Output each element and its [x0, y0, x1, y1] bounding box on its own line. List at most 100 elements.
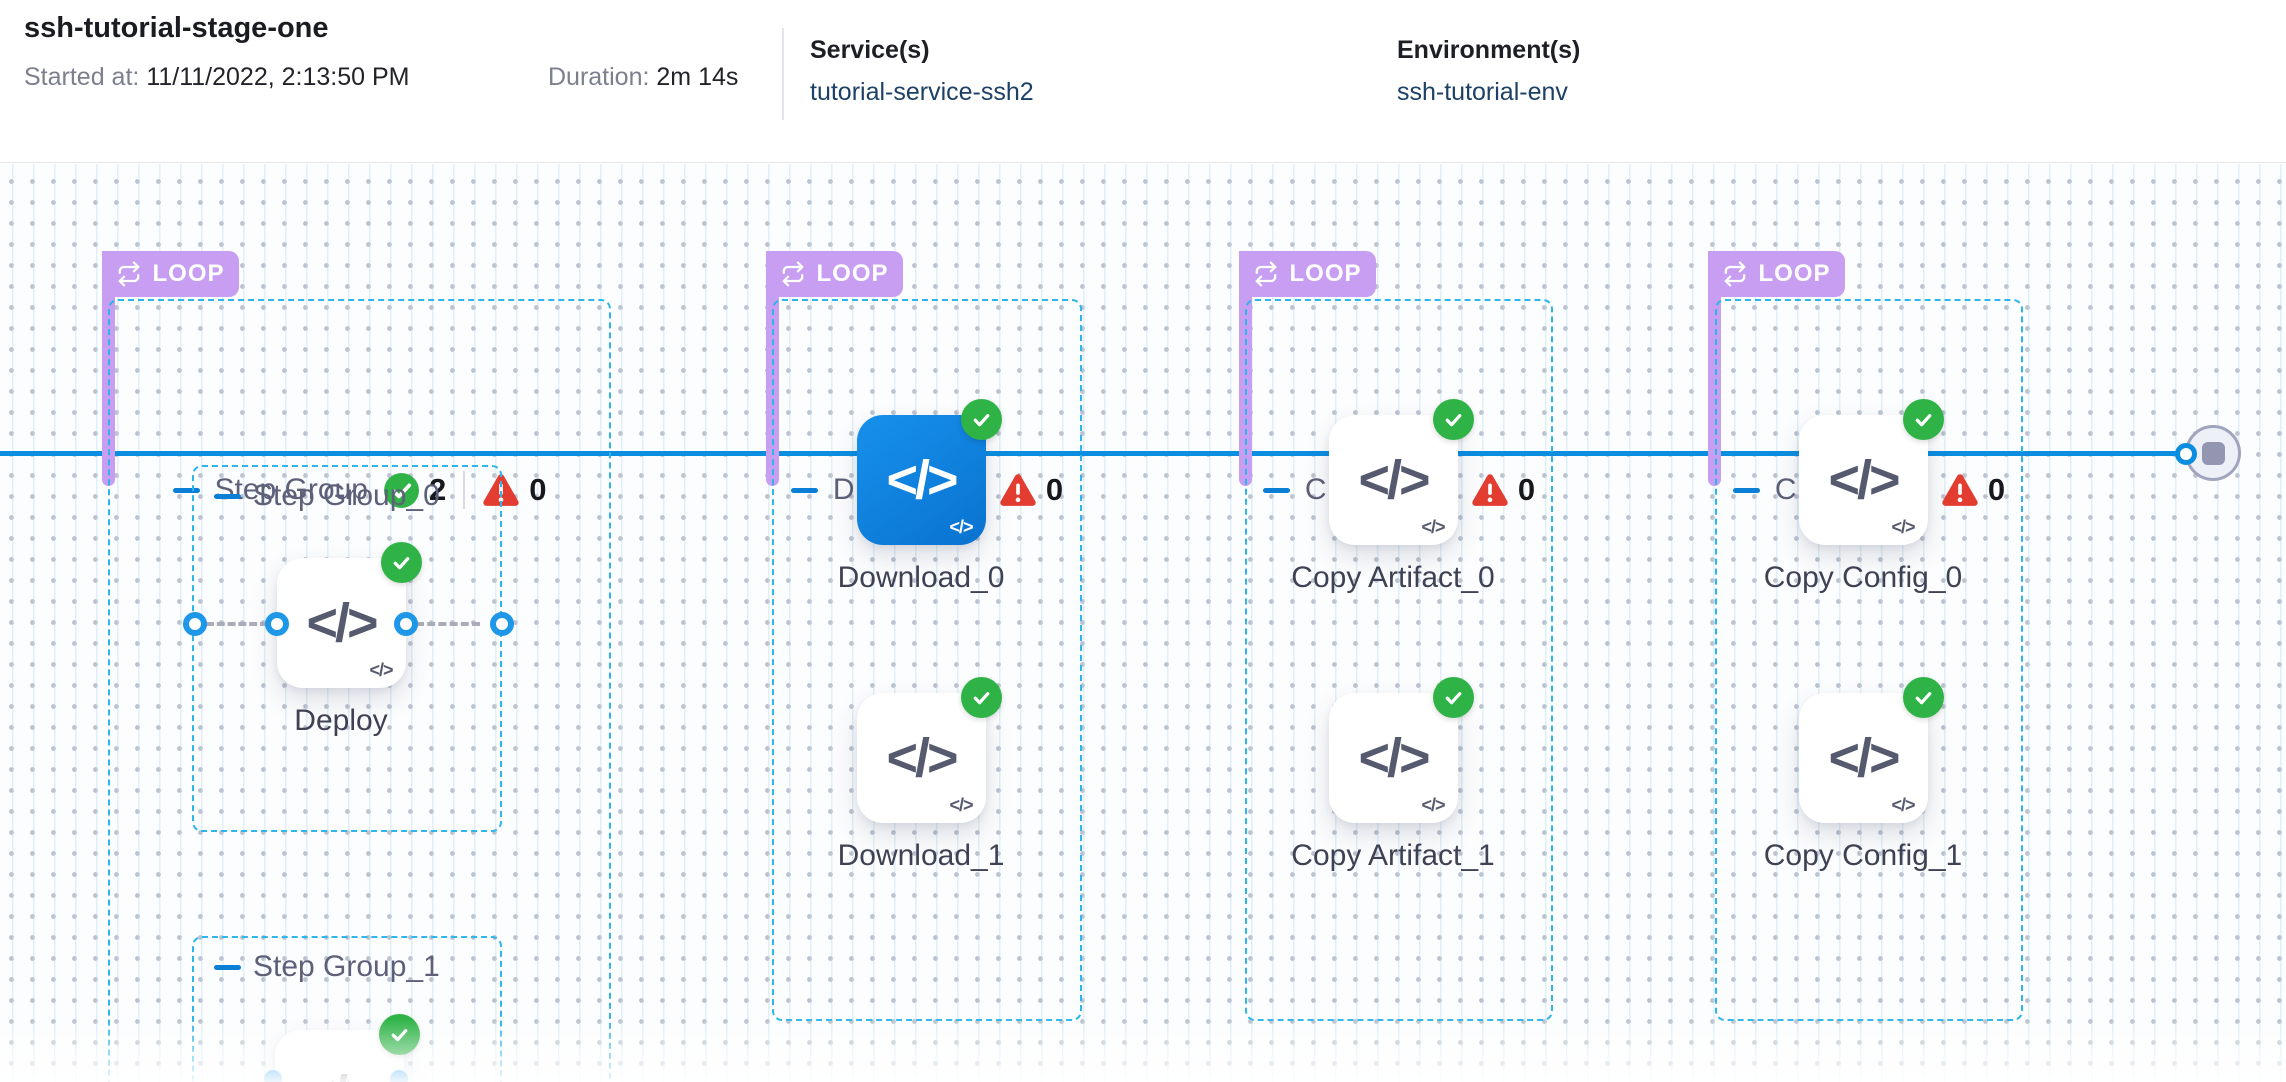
code-step-icon: </> — [1358, 728, 1430, 788]
loop-badge: LOOP — [1708, 251, 1845, 297]
step-partial: </> — [229, 1014, 449, 1082]
step-card[interactable]: </> </> — [1328, 399, 1474, 545]
connector-port — [390, 1070, 408, 1082]
step-card[interactable]: </> </> — [1328, 677, 1474, 823]
code-step-icon: </> — [1828, 728, 1900, 788]
step-copy-config-1: </> </> Copy Config_1 — [1753, 677, 1973, 873]
step-label: Copy Config_0 — [1763, 561, 1963, 594]
failed-count-icon — [1942, 473, 1978, 506]
loop-group-download: D… 2 0 — [772, 299, 1082, 1021]
step-label: Download_1 — [837, 839, 1005, 872]
group-label: Step Group — [214, 473, 368, 506]
port-connector-line — [416, 622, 480, 626]
loop-ribbon-tail — [1708, 251, 1721, 486]
step-label: Copy Config_1 — [1763, 839, 1963, 872]
step-success-badge-icon — [1902, 677, 1944, 718]
code-step-type-icon: </> — [369, 660, 393, 680]
started-at-value: 11/11/2022, 2:13:50 PM — [146, 63, 410, 91]
collapse-minus-icon[interactable] — [172, 487, 200, 493]
code-step-type-icon: </> — [1421, 517, 1445, 537]
step-success-badge-icon — [1902, 399, 1944, 440]
connector-port — [2175, 443, 2197, 465]
success-count-value: 2 — [428, 472, 447, 507]
count-divider — [463, 471, 466, 509]
code-step-type-icon: </> — [949, 795, 973, 815]
code-step-icon: </> — [304, 1064, 376, 1082]
port-connector-line — [206, 622, 268, 626]
loop-group-step-group: Step Group 2 0 — [108, 299, 611, 1082]
service-link[interactable]: tutorial-service-ssh2 — [810, 78, 1034, 106]
failed-count-value: 0 — [1045, 472, 1064, 507]
step-label: Download_0 — [837, 561, 1005, 594]
code-step-icon: </> — [1358, 450, 1430, 510]
code-step-type-icon: </> — [949, 517, 973, 537]
started-at: Started at: 11/11/2022, 2:13:50 PM — [24, 63, 409, 92]
failed-count-value: 0 — [1517, 472, 1536, 507]
collapse-minus-icon[interactable] — [790, 487, 818, 493]
collapse-minus-icon[interactable] — [214, 493, 241, 499]
failed-count: 0 — [1471, 472, 1535, 508]
step-card[interactable]: </> </> — [276, 542, 422, 688]
collapse-minus-icon[interactable] — [214, 964, 241, 970]
duration: Duration: 2m 14s — [548, 63, 738, 92]
step-group-0-box: Step Group_0 </> </> Deploy — [183, 465, 514, 832]
loop-badge: LOOP — [102, 251, 239, 297]
loop-icon — [1725, 261, 1746, 287]
loop-badge-label: LOOP — [1758, 260, 1831, 287]
duration-label: Duration: — [548, 63, 650, 91]
loop-badge: LOOP — [1239, 251, 1376, 297]
subgroup-header: Step Group_1 — [214, 950, 440, 984]
step-success-badge-icon — [1432, 399, 1474, 440]
subgroup-header: Step Group_0 — [214, 479, 440, 513]
stage-header: ssh-tutorial-stage-one Started at: 11/11… — [0, 0, 2286, 163]
collapse-minus-icon[interactable] — [1732, 487, 1760, 493]
success-count-icon — [383, 472, 419, 508]
step-card[interactable]: </> — [274, 1014, 420, 1082]
failed-count-value: 0 — [1987, 472, 2006, 507]
loop-badge-label: LOOP — [816, 260, 889, 287]
collapse-minus-icon[interactable] — [1262, 487, 1290, 493]
connector-port — [490, 612, 514, 636]
stop-square-icon — [2201, 441, 2225, 465]
environment-link[interactable]: ssh-tutorial-env — [1397, 78, 1568, 106]
execution-graph-canvas[interactable]: LOOP Step Group 2 — [0, 164, 2286, 1082]
step-copy-artifact-1: </> </> Copy Artifact_1 — [1283, 677, 1503, 873]
duration-value: 2m 14s — [656, 63, 739, 91]
code-step-icon: </> — [306, 593, 378, 653]
environments-block: Environment(s) ssh-tutorial-env — [1397, 36, 1580, 107]
step-card[interactable]: </> </> — [856, 677, 1002, 823]
step-label: Copy Artifact_0 — [1291, 561, 1495, 594]
services-block: Service(s) tutorial-service-ssh2 — [810, 36, 1034, 107]
step-card[interactable]: </> </> — [1798, 677, 1944, 823]
subgroup-label: Step Group_0 — [253, 479, 440, 512]
code-step-icon: </> — [886, 728, 958, 788]
step-success-badge-icon — [1432, 677, 1474, 718]
stage-title: ssh-tutorial-stage-one — [24, 12, 329, 44]
step-download-1: </> </> Download_1 — [811, 677, 1031, 873]
loop-icon — [119, 261, 140, 287]
step-card-selected[interactable]: </> </> — [856, 399, 1002, 545]
step-download-0: </> </> Download_0 — [811, 399, 1031, 595]
step-group-1-box: Step Group_1 </> — [192, 936, 502, 1082]
code-step-icon: </> — [886, 450, 958, 510]
failed-count-icon — [1000, 473, 1036, 506]
header-divider — [782, 28, 784, 120]
subgroup-label: Step Group_1 — [253, 950, 440, 983]
step-success-badge-icon — [380, 542, 422, 583]
loop-group-copy-artifact: C… 2 0 — [1245, 299, 1553, 1021]
step-card[interactable]: </> </> — [1798, 399, 1944, 545]
loop-group-copy-config: C… 2 0 — [1715, 299, 2023, 1021]
services-label: Service(s) — [810, 36, 930, 64]
code-step-icon: </> — [1828, 450, 1900, 510]
step-success-badge-icon — [960, 399, 1002, 440]
step-success-badge-icon — [378, 1014, 420, 1055]
code-step-type-icon: </> — [1891, 517, 1915, 537]
pipeline-connector-line — [0, 451, 2186, 456]
failed-count: 0 — [1941, 472, 2005, 508]
connector-port — [265, 612, 289, 636]
environments-label: Environment(s) — [1397, 36, 1581, 64]
loop-badge-label: LOOP — [152, 260, 225, 287]
failed-count: 0 — [999, 472, 1063, 508]
step-copy-artifact-0: </> </> Copy Artifact_0 — [1283, 399, 1503, 595]
